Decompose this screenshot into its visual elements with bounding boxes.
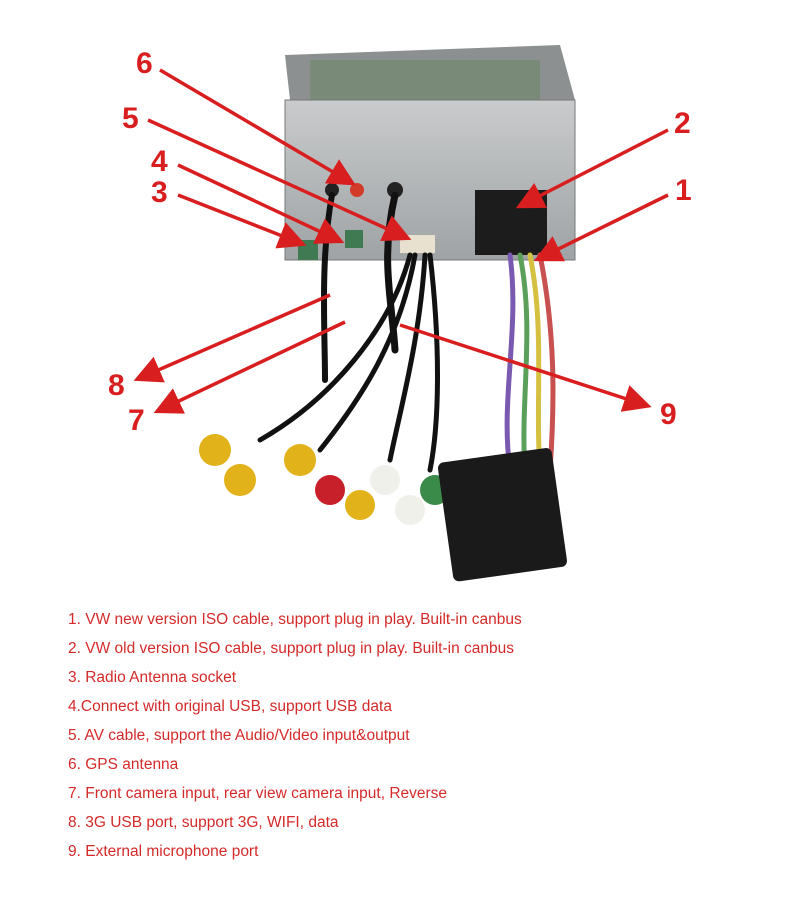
- legend-list: 1. VW new version ISO cable, support plu…: [68, 610, 522, 871]
- callout-9: 9: [660, 398, 677, 431]
- legend-item: 6. GPS antenna: [68, 756, 179, 773]
- wiring-diagram: 1 2 3 4 5 6 7 8 9: [108, 45, 692, 582]
- callout-2: 2: [674, 107, 691, 140]
- callout-7: 7: [128, 404, 145, 437]
- iso-connector: [437, 448, 567, 582]
- legend-item: 2. VW old version ISO cable, support plu…: [68, 640, 514, 657]
- callout-arrows: [133, 68, 669, 414]
- legend-item: 7. Front camera input, rear view camera …: [68, 785, 448, 802]
- callout-8: 8: [108, 369, 125, 402]
- legend-item: 4.Connect with original USB, support USB…: [68, 698, 392, 715]
- legend-item: 3. Radio Antenna socket: [68, 669, 237, 686]
- legend-item: 9. External microphone port: [68, 843, 259, 860]
- callout-4: 4: [151, 145, 168, 178]
- callout-1: 1: [675, 174, 692, 207]
- callout-3: 3: [151, 176, 168, 209]
- legend-item: 1. VW new version ISO cable, support plu…: [68, 611, 522, 628]
- legend-item: 5. AV cable, support the Audio/Video inp…: [68, 727, 410, 744]
- callout-5: 5: [122, 102, 139, 135]
- callout-6: 6: [136, 47, 153, 80]
- legend-item: 8. 3G USB port, support 3G, WIFI, data: [68, 814, 339, 831]
